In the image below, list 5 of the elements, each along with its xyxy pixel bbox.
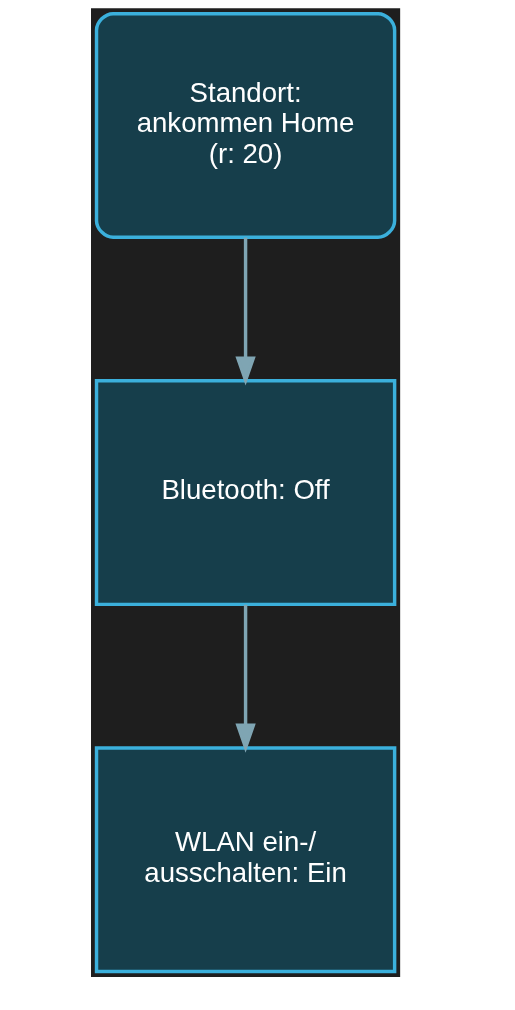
- arrow: [234, 604, 256, 753]
- node-box: Standort: ankommen Home (r: 20): [94, 11, 396, 239]
- node-box: Bluetooth: Off: [94, 379, 396, 607]
- arrow: [234, 237, 256, 386]
- node-box: WLAN ein-/ ausschalten: Ein: [94, 746, 396, 974]
